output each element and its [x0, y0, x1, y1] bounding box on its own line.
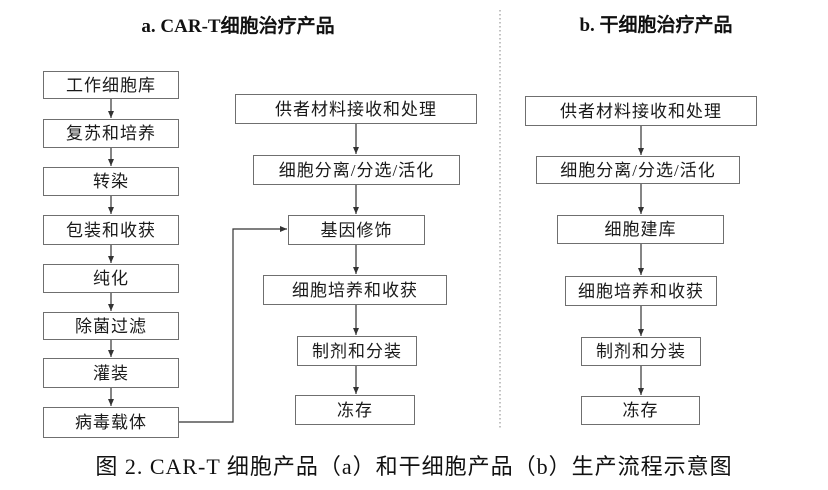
a-step-cryopreservation: 冻存	[295, 395, 415, 425]
figure-caption: 图 2. CAR-T 细胞产品（a）和干细胞产品（b）生产流程示意图	[95, 454, 733, 479]
panel-b-title: b. 干细胞治疗产品	[579, 15, 733, 36]
a-step-working-cell-bank: 工作细胞库	[43, 71, 179, 99]
b-step-donor-material-receipt: 供者材料接收和处理	[525, 96, 757, 126]
a-step-cell-separation-activation: 细胞分离/分选/活化	[253, 155, 460, 185]
a-step-transfection: 转染	[43, 167, 179, 196]
a-step-thaw-and-culture: 复苏和培养	[43, 119, 179, 148]
a-step-cell-culture-and-harvest: 细胞培养和收获	[263, 275, 447, 305]
b-step-cell-culture-and-harvest: 细胞培养和收获	[565, 276, 717, 306]
panel-a-title: a. CAR-T细胞治疗产品	[141, 16, 335, 37]
a-step-gene-modification: 基因修饰	[288, 215, 425, 245]
a-step-purification: 纯化	[43, 264, 179, 293]
b-step-cryopreservation: 冻存	[581, 396, 700, 425]
a-step-formulation-and-filling: 制剂和分装	[297, 336, 417, 366]
a-step-sterile-filtration: 除菌过滤	[43, 312, 179, 340]
a-step-donor-material-receipt: 供者材料接收和处理	[235, 94, 477, 124]
a-step-viral-vector: 病毒载体	[43, 407, 179, 438]
b-step-formulation-and-filling: 制剂和分装	[581, 337, 701, 366]
b-step-cell-separation-activation: 细胞分离/分选/活化	[536, 156, 740, 184]
a-step-packaging-and-harvest: 包装和收获	[43, 215, 179, 245]
vector-to-gene-connector	[179, 226, 287, 423]
b-step-cell-banking: 细胞建库	[557, 215, 724, 244]
a-step-filling: 灌装	[43, 358, 179, 388]
